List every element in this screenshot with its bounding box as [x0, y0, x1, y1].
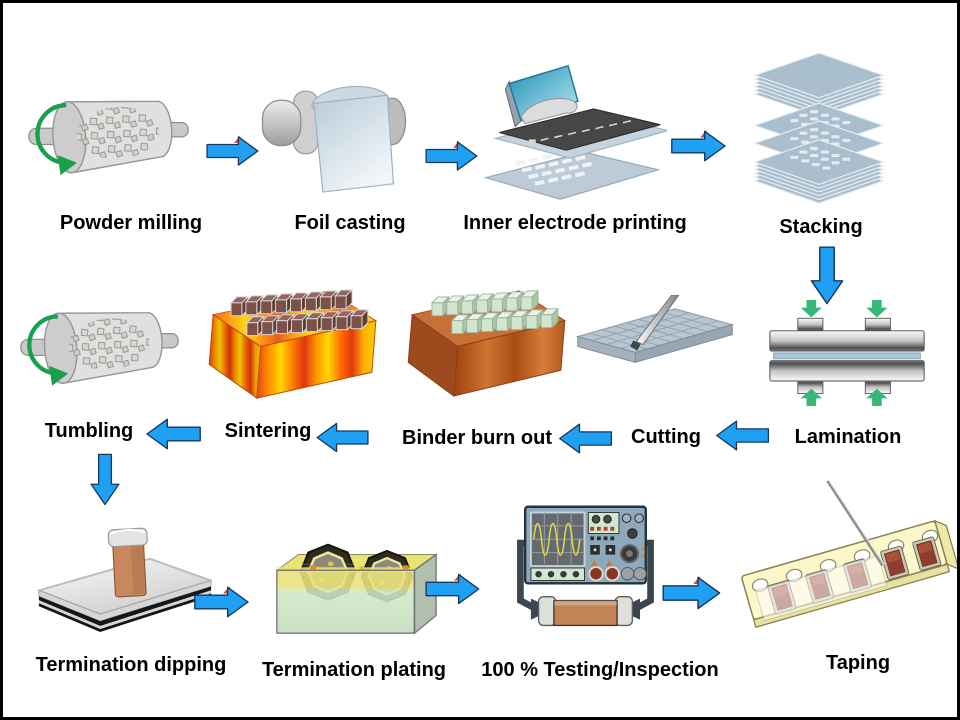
- plating-tank-icon: [269, 525, 441, 643]
- arrow-powder-to-foil: [206, 134, 260, 168]
- arrow-stacking-to-lamination: [810, 246, 844, 305]
- screen-printer-icon: [484, 65, 667, 200]
- ball-mill-icon: [25, 85, 193, 183]
- step-label-foil-casting: Foil casting: [294, 212, 406, 234]
- arrow-dipping-to-plating: [193, 585, 251, 619]
- ball-mill-icon: [17, 297, 183, 393]
- dipping-plate-icon: [37, 527, 213, 633]
- arrow-testing-to-taping: [661, 575, 723, 611]
- arrow-tumbling-to-dipping: [90, 453, 120, 506]
- step-label-tumbling: Tumbling: [44, 420, 134, 442]
- sheet-stack-icon: [745, 53, 893, 205]
- step-label-termination-dipping: Termination dipping: [35, 654, 227, 676]
- step-label-inner-electrode-printing: Inner electrode printing: [463, 212, 687, 234]
- arrow-printing-to-stacking: [669, 129, 729, 163]
- step-label-powder-milling: Powder milling: [59, 212, 203, 234]
- step-label-cutting: Cutting: [631, 426, 701, 448]
- step-label-taping: Taping: [825, 652, 891, 674]
- hydraulic-press-icon: [769, 299, 925, 407]
- step-label-sintering: Sintering: [224, 420, 312, 442]
- burnout-tray-icon: [405, 287, 571, 401]
- blade-cutter-icon: [577, 295, 733, 363]
- step-label-binder-burn-out: Binder burn out: [402, 427, 552, 449]
- test-instrument-icon: [506, 501, 664, 635]
- carrier-tape-icon: [733, 479, 959, 641]
- foil-roll-icon: [261, 85, 407, 193]
- step-label-testing-inspection: 100 % Testing/Inspection: [481, 659, 719, 681]
- sintering-tray-icon: [207, 285, 381, 409]
- step-label-lamination: Lamination: [794, 426, 902, 448]
- arrow-foil-to-printing: [425, 139, 479, 173]
- step-label-stacking: Stacking: [779, 216, 863, 238]
- arrow-plating-to-testing: [425, 572, 481, 606]
- step-label-termination-plating: Termination plating: [261, 659, 447, 681]
